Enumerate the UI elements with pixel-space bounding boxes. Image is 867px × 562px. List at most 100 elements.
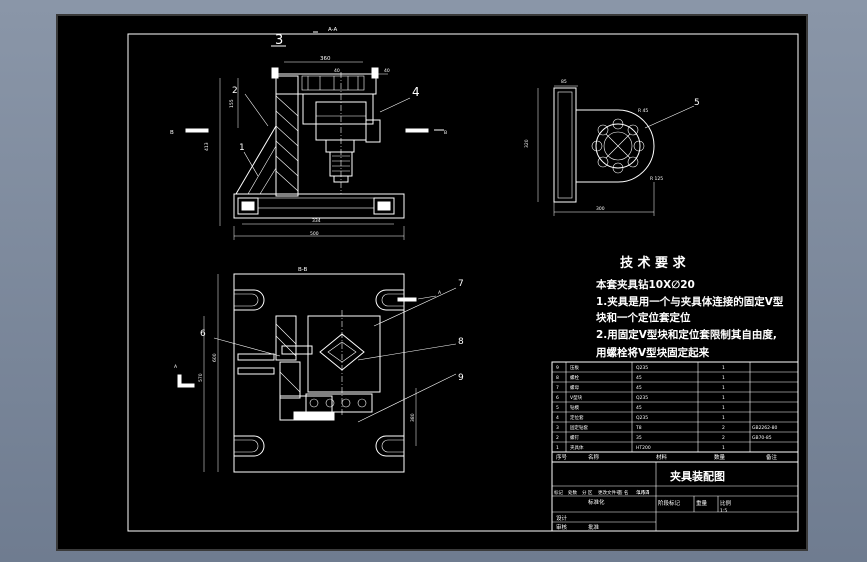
dim-40a: 40 bbox=[334, 68, 340, 74]
dim-320: 320 bbox=[524, 139, 530, 148]
bom-cell-no: 5 bbox=[556, 405, 559, 411]
side-view: 85 5 R 45 R 125 320 300 bbox=[524, 79, 700, 216]
bom-cell-material: 35 bbox=[636, 435, 642, 441]
bom-cell-qty: 1 bbox=[722, 415, 725, 421]
bom-cell-material: 45 bbox=[636, 405, 642, 411]
bom-cell-name: V型块 bbox=[570, 394, 583, 401]
bom-cell-material: HT200 bbox=[636, 445, 651, 451]
bom-header: 序号 名称 材料 数量 备注 bbox=[556, 453, 778, 461]
cut-b-left: B bbox=[170, 130, 174, 136]
tech-req-line-2: 1.夹具是用一个与夹具体连接的固定V型 bbox=[596, 295, 784, 308]
dim-r125: R 125 bbox=[650, 176, 663, 182]
tech-req-line-5: 用螺栓将V型块固定起来 bbox=[595, 346, 710, 359]
tb-stage-mark: 阶段标记 bbox=[658, 499, 681, 507]
tb-small-a: 1:5.5 bbox=[638, 490, 650, 496]
bom-cell-qty: 2 bbox=[722, 435, 725, 441]
callout-4: 4 bbox=[412, 85, 420, 99]
bom-header-note: 备注 bbox=[766, 453, 778, 461]
bom-header-name: 名称 bbox=[588, 453, 600, 461]
cut-a: A bbox=[438, 290, 442, 296]
bom-cell-qty: 1 bbox=[722, 385, 725, 391]
dim-413: 413 bbox=[204, 142, 210, 151]
tb-revision-header: 年月日 bbox=[636, 489, 650, 496]
bom-cell-no: 1 bbox=[556, 445, 559, 451]
bottom-view: B-B A A bbox=[174, 267, 464, 473]
tb-revision-header: 更改文件号 bbox=[598, 489, 621, 496]
tb-scale-label: 比例 bbox=[720, 499, 732, 507]
callout-3: 3 bbox=[275, 33, 283, 48]
bom-cell-no: 7 bbox=[556, 385, 559, 391]
top-view: A-A 3 360 40 40 413 155 B B bbox=[170, 27, 447, 240]
bom-cell-qty: 1 bbox=[722, 375, 725, 381]
bom-header-material: 材料 bbox=[656, 453, 668, 461]
tb-standard: 标准化 bbox=[588, 498, 605, 506]
bom-cell-note: GB70-85 bbox=[752, 435, 772, 441]
drawing-sheet: A-A 3 360 40 40 413 155 B B bbox=[56, 14, 808, 551]
bom-cell-no: 8 bbox=[556, 375, 559, 381]
bom-cell-name: 螺栓 bbox=[570, 374, 579, 381]
callout-7: 7 bbox=[458, 279, 464, 289]
tech-req-line-3: 块和一个定位套定位 bbox=[596, 311, 691, 324]
title-block: 夹具装配图 标记处数分 区更改文件号签 名 年月日 设计 标准化 审核 批准 阶段… bbox=[551, 451, 799, 532]
section-label-aa: A-A bbox=[328, 27, 338, 33]
callout-1: 1 bbox=[239, 143, 245, 153]
dim-155: 155 bbox=[229, 99, 235, 108]
bom-cell-material: 45 bbox=[636, 385, 642, 391]
bom-cell-name: 钻模 bbox=[570, 404, 579, 411]
dim-85: 85 bbox=[561, 79, 567, 85]
bom-cell-name: 夹具体 bbox=[570, 444, 584, 451]
callout-5: 5 bbox=[694, 98, 700, 108]
tb-revision-header: 处数 bbox=[568, 489, 577, 496]
bom-cell-name: 螺钉 bbox=[570, 434, 579, 441]
bom-cell-material: Q235 bbox=[636, 415, 648, 421]
bom-cell-qty: 1 bbox=[722, 445, 725, 451]
bom-cell-material: Q235 bbox=[636, 365, 648, 371]
bom-cell-no: 4 bbox=[556, 415, 559, 421]
dim-r45: R 45 bbox=[638, 108, 648, 114]
tb-revision-header: 签 名 bbox=[618, 489, 628, 496]
callout-9: 9 bbox=[458, 373, 464, 383]
bom-header-no: 序号 bbox=[556, 453, 568, 461]
dim-500: 500 bbox=[310, 231, 319, 237]
bom-cell-note: GB2262-80 bbox=[752, 425, 778, 431]
bom-cell-no: 9 bbox=[556, 365, 559, 371]
bom-cell-qty: 1 bbox=[722, 405, 725, 411]
tb-revision-header: 标记 bbox=[554, 489, 563, 496]
bom-cell-name: 固定钻套 bbox=[570, 424, 588, 431]
bom-cell-name: 压板 bbox=[570, 364, 579, 371]
dim-380: 380 bbox=[410, 413, 416, 422]
tech-req-title: 技 术 要 求 bbox=[620, 255, 687, 271]
tb-revision-header: 分 区 bbox=[582, 489, 593, 496]
bom-cell-qty: 2 bbox=[722, 425, 725, 431]
bom-cell-name: 定位套 bbox=[570, 414, 584, 421]
bom-cell-no: 3 bbox=[556, 425, 559, 431]
dim-334: 334 bbox=[312, 218, 321, 224]
drawing-frame bbox=[127, 33, 799, 532]
tb-design: 设计 bbox=[556, 514, 568, 522]
section-label-bb: B-B bbox=[298, 267, 308, 273]
callout-6: 6 bbox=[200, 329, 206, 339]
bom-cell-material: Q235 bbox=[636, 395, 648, 401]
tb-approve: 批准 bbox=[588, 523, 600, 531]
tb-review: 审核 bbox=[556, 523, 568, 531]
bom-cell-name: 螺母 bbox=[570, 384, 579, 391]
tb-scale-value: 1:5 bbox=[720, 508, 727, 514]
dim-300: 300 bbox=[596, 206, 605, 212]
cad-drawing: A-A 3 360 40 40 413 155 B B bbox=[127, 27, 799, 532]
cut-a-left: A bbox=[174, 364, 178, 370]
tech-req-line-4: 2.用固定V型块和定位套限制其自由度, bbox=[596, 328, 777, 341]
technical-requirements: 技 术 要 求 本套夹具钻10X∅20 1.夹具是用一个与夹具体连接的固定V型 … bbox=[595, 255, 784, 359]
bom-cell-qty: 1 bbox=[722, 395, 725, 401]
drawing-title: 夹具装配图 bbox=[670, 469, 725, 483]
tech-req-line-1: 本套夹具钻10X∅20 bbox=[596, 278, 695, 291]
callout-8: 8 bbox=[458, 337, 464, 347]
bom-cell-material: T8 bbox=[635, 425, 642, 431]
bom-cell-no: 2 bbox=[556, 435, 559, 441]
callout-2: 2 bbox=[232, 86, 238, 96]
dim-600: 600 bbox=[212, 353, 218, 362]
dim-570: 570 bbox=[198, 373, 204, 382]
bom-cell-material: 45 bbox=[636, 375, 642, 381]
dim-360: 360 bbox=[320, 56, 331, 62]
cut-b-right: B bbox=[444, 130, 447, 136]
